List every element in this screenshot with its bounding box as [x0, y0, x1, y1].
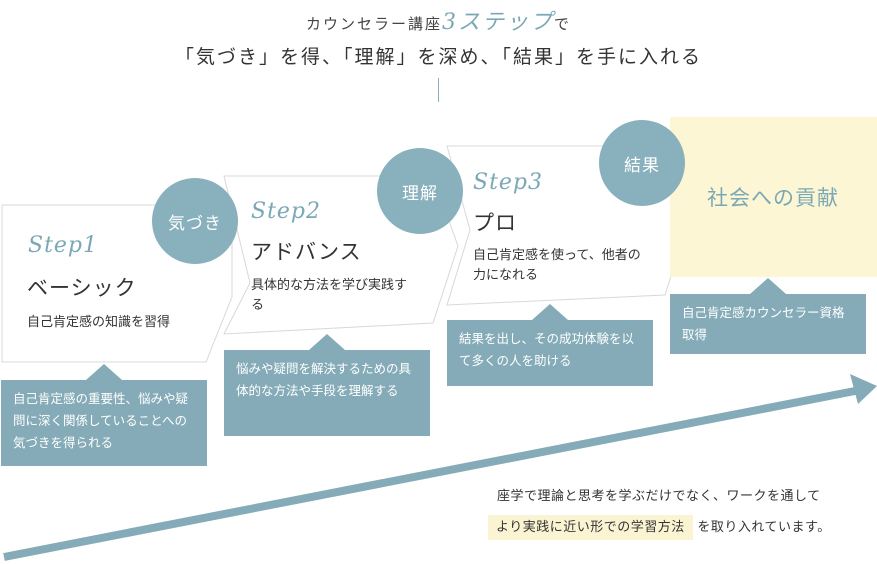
step2-callout: 悩みや疑問を解決するための具体的な方法や手段を理解する: [224, 334, 430, 436]
header-subtitle-text: カウンセラー講座: [305, 15, 442, 33]
progress-arrow-head: [850, 374, 877, 404]
header-subtitle-suffix: で: [554, 15, 572, 33]
header: カウンセラー講座3ステップで 「気づき」を得、「理解」を深め、「結果」を手に入れ…: [0, 4, 877, 69]
footer-highlight: より実践に近い形での学習方法: [488, 515, 693, 540]
step1-description: 自己肯定感の知識を習得: [27, 315, 171, 330]
step2-description: 具体的な方法を学び実践する: [251, 278, 408, 313]
footer-line2: より実践に近い形での学習方法 を取り入れています。: [488, 515, 831, 540]
footer-line2-text: を取り入れています。: [697, 520, 831, 535]
step1-circle: 気づき: [152, 178, 238, 264]
header-subtitle-accent: 3ステップ: [442, 10, 554, 35]
step1-number: Step1: [28, 233, 99, 258]
step3-circle: 結果: [599, 120, 685, 206]
header-connector-line: [438, 78, 439, 102]
step2-title: アドバンス: [251, 240, 362, 264]
footer-line1: 座学で理論と思考を学ぶだけでなく、ワークを通して: [497, 489, 821, 504]
goal-callout: 自己肯定感カウンセラー資格取得: [670, 278, 866, 354]
step2-number: Step2: [251, 199, 322, 224]
step2-circle: 理解: [377, 148, 463, 234]
goal-box: [670, 117, 877, 277]
step3-number: Step3: [473, 170, 544, 195]
progress-arrow-shaft: [3, 386, 861, 561]
step3-description: 自己肯定感を使って、他者の力になれる: [473, 248, 641, 283]
step1-callout: 自己肯定感の重要性、悩みや疑問に深く関係していることへの気づきを得られる: [1, 364, 207, 466]
step1-title: ベーシック: [27, 276, 137, 300]
step3-callout: 結果を出し、その成功体験を以て多くの人を助ける: [447, 304, 653, 386]
step3-title: プロ: [473, 211, 517, 235]
header-subtitle: カウンセラー講座3ステップで: [0, 4, 877, 36]
header-title: 「気づき」を得、「理解」を深め、「結果」を手に入れる: [174, 46, 702, 68]
goal-title: 社会への貢献: [707, 186, 839, 210]
